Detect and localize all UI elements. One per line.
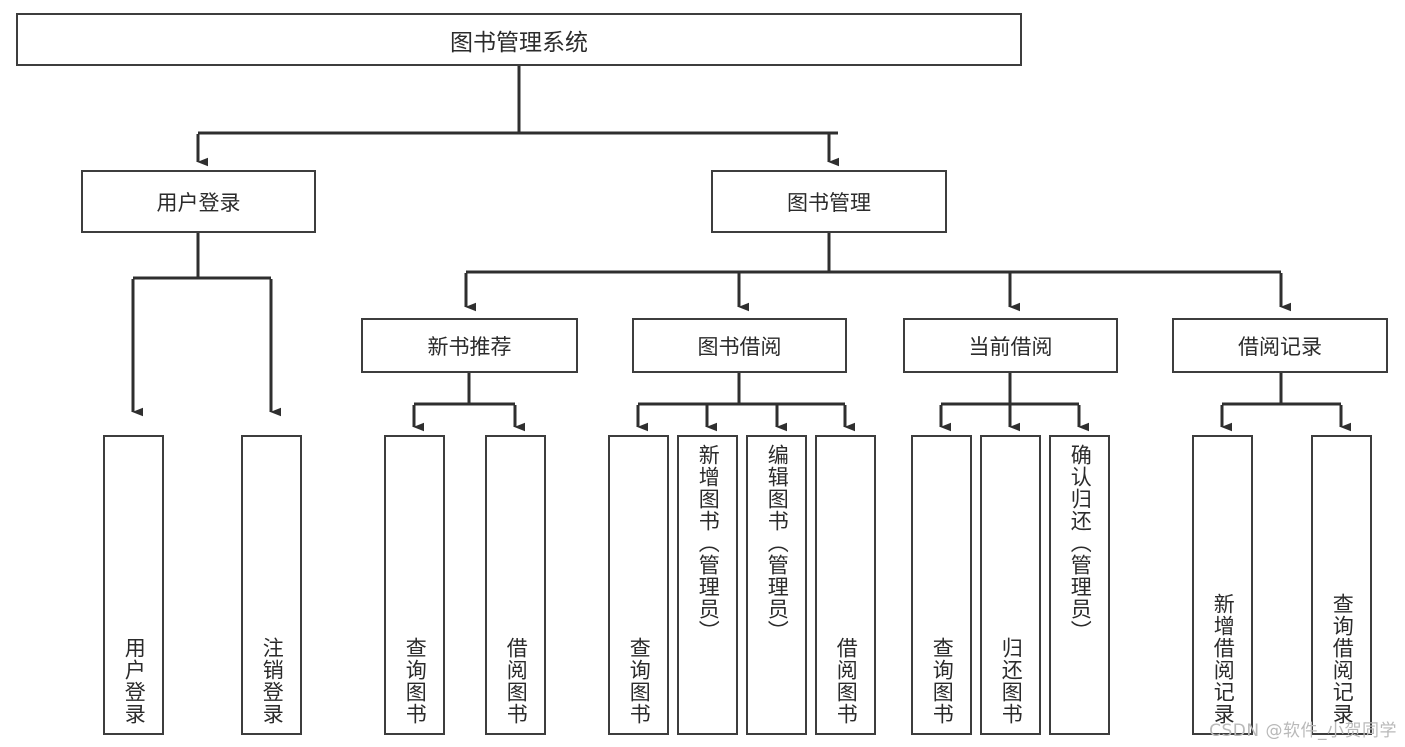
leaf-record-add-record[interactable]: 新增借阅记录 [1192, 435, 1253, 735]
leaf-borrow-add-book-admin[interactable]: 新增图书（管理员） [677, 435, 738, 735]
leaf-label: 确认归还（管理员） [1068, 444, 1093, 642]
node-book-borrow[interactable]: 图书借阅 [632, 318, 847, 373]
node-new-book-recommend[interactable]: 新书推荐 [361, 318, 578, 373]
leaf-label: 查询图书 [627, 637, 652, 725]
node-user-login-label: 用户登录 [156, 190, 241, 215]
leaf-record-query-record[interactable]: 查询借阅记录 [1311, 435, 1372, 735]
leaf-user-login-signin[interactable]: 用户登录 [103, 435, 164, 735]
leaf-label: 用户登录 [122, 637, 147, 725]
node-borrow-record-label: 借阅记录 [1238, 334, 1322, 359]
leaf-label: 编辑图书（管理员） [765, 444, 790, 642]
leaf-label: 新增借阅记录 [1211, 593, 1236, 725]
node-root-label: 图书管理系统 [450, 29, 588, 56]
leaf-borrow-borrow-book[interactable]: 借阅图书 [815, 435, 876, 735]
leaf-label: 查询图书 [403, 637, 428, 725]
node-book-management[interactable]: 图书管理 [711, 170, 947, 233]
leaf-label: 借阅图书 [834, 637, 859, 725]
leaf-label: 新增图书（管理员） [696, 444, 721, 642]
leaf-label: 注销登录 [260, 637, 285, 725]
node-new-book-recommend-label: 新书推荐 [427, 334, 512, 359]
leaf-current-return-book[interactable]: 归还图书 [980, 435, 1041, 735]
node-book-borrow-label: 图书借阅 [697, 334, 782, 359]
leaf-borrow-edit-book-admin[interactable]: 编辑图书（管理员） [746, 435, 807, 735]
leaf-label: 归还图书 [999, 637, 1024, 725]
node-root-system[interactable]: 图书管理系统 [16, 13, 1022, 66]
node-current-borrow[interactable]: 当前借阅 [903, 318, 1118, 373]
leaf-current-confirm-return-admin[interactable]: 确认归还（管理员） [1049, 435, 1110, 735]
leaf-label: 查询图书 [930, 637, 955, 725]
csdn-watermark: CSDN @软件_小贺同学 [1209, 721, 1397, 741]
leaf-recommend-query-book[interactable]: 查询图书 [384, 435, 445, 735]
leaf-user-login-signout[interactable]: 注销登录 [241, 435, 302, 735]
leaf-recommend-borrow-book[interactable]: 借阅图书 [485, 435, 546, 735]
leaf-borrow-query-book[interactable]: 查询图书 [608, 435, 669, 735]
node-current-borrow-label: 当前借阅 [968, 334, 1053, 359]
node-borrow-record[interactable]: 借阅记录 [1172, 318, 1388, 373]
leaf-label: 借阅图书 [504, 637, 529, 725]
leaf-label: 查询借阅记录 [1330, 593, 1355, 725]
node-book-management-label: 图书管理 [787, 190, 871, 215]
node-user-login[interactable]: 用户登录 [81, 170, 316, 233]
leaf-current-query-book[interactable]: 查询图书 [911, 435, 972, 735]
